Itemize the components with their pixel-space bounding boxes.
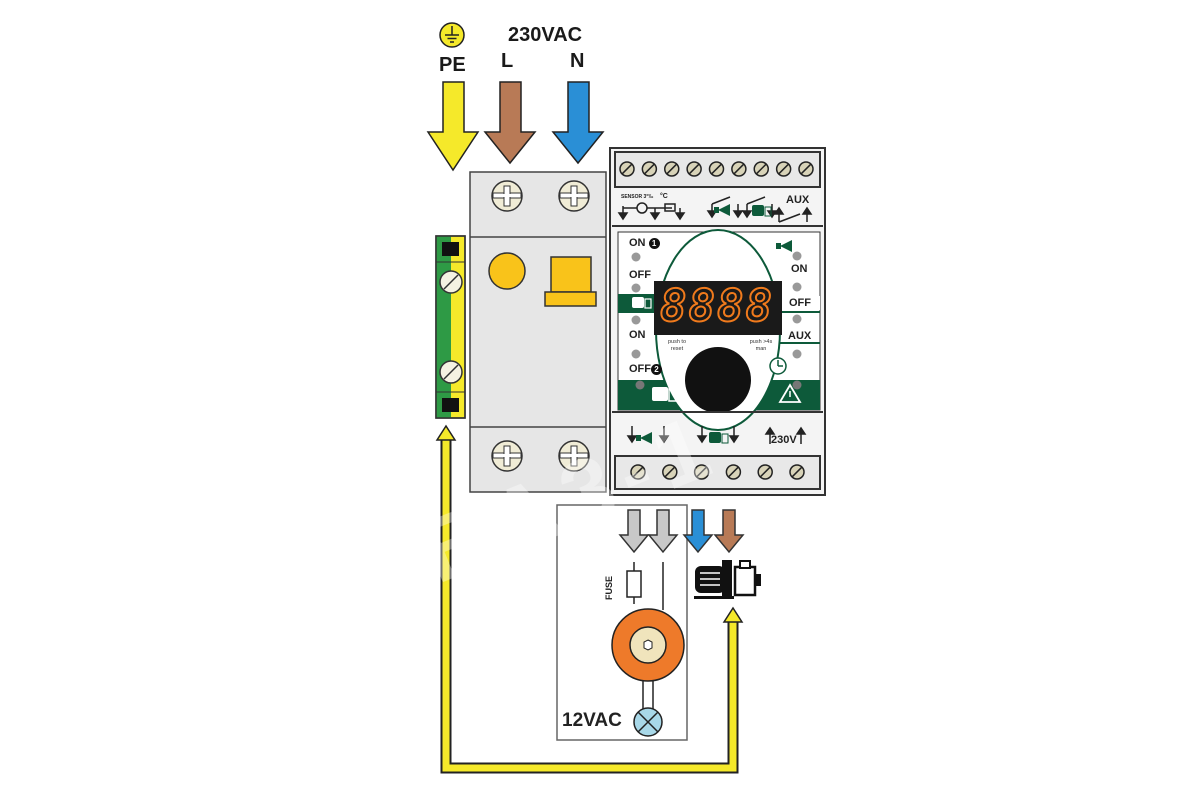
- earth-arrow: [426, 81, 480, 172]
- led-display: 8888: [659, 281, 774, 332]
- earth-terminal-bar: [435, 235, 466, 419]
- fuse-symbol: [626, 570, 642, 598]
- badge-1: 1: [648, 238, 660, 249]
- right-aux-label: AUX: [788, 330, 812, 342]
- terminal-screw: [619, 161, 635, 177]
- terminal-screw: [798, 161, 814, 177]
- terminal-screw: [630, 464, 646, 480]
- pump-icon-panel-small: [632, 297, 652, 309]
- load-box: [556, 504, 688, 741]
- push-reset-label: push to reset: [667, 339, 687, 352]
- clock-icon: [769, 357, 787, 375]
- led-off-1-label: OFF: [629, 269, 651, 281]
- light-icon-lower: [636, 432, 652, 444]
- terminal-screw: [662, 464, 678, 480]
- control-knob: [685, 347, 751, 413]
- earth-symbol-icon: [439, 22, 465, 48]
- live-label: L: [501, 50, 514, 72]
- neutral-label: N: [570, 50, 585, 72]
- terminal-screw: [693, 464, 710, 480]
- pump-live-arrow: [713, 509, 745, 554]
- terminal-screw: [725, 464, 742, 480]
- circuit-breaker: [469, 171, 607, 493]
- terminal-screw: [708, 161, 725, 177]
- breaker-top-screw: [491, 180, 523, 212]
- warning-icon: [778, 383, 802, 403]
- low-voltage-label: 12VAC: [562, 710, 622, 731]
- breaker-bottom-screw: [491, 440, 523, 472]
- terminal-screw: [753, 161, 769, 177]
- led-on-1-label: ON 1: [629, 237, 660, 249]
- bottom-230v-label: 230V: [771, 434, 797, 446]
- earth-label: PE: [439, 54, 466, 76]
- terminal-screw: [757, 464, 773, 480]
- breaker-lever: [550, 256, 592, 293]
- pump-icon-panel: [652, 387, 679, 402]
- breaker-bottom-screw: [558, 440, 590, 472]
- fuse-label: FUSE: [604, 575, 614, 600]
- pump-neutral-arrow: [682, 509, 714, 554]
- right-off-label: OFF: [789, 297, 811, 309]
- led-on-2-label: ON: [629, 329, 646, 341]
- terminal-screw: [686, 161, 702, 177]
- live-arrow: [483, 81, 537, 165]
- terminal-screw: [775, 161, 792, 177]
- pump-icon-lower: [709, 432, 729, 444]
- terminal-screw: [731, 161, 747, 177]
- sensor-label: SENSOR 3°‰: [621, 194, 654, 200]
- breaker-test-button: [488, 252, 526, 290]
- on-label: ON: [629, 237, 646, 249]
- light-icon-upper: [714, 204, 730, 216]
- breaker-top-screw: [558, 180, 590, 212]
- neutral-arrow: [551, 81, 605, 165]
- aux-label-top: AUX: [786, 194, 810, 206]
- pump-icon-upper: [752, 205, 772, 217]
- terminal-screw: [789, 464, 805, 480]
- temp-unit-label: °C: [660, 193, 668, 200]
- badge-2: 2: [651, 364, 662, 375]
- lamp-icon: [633, 707, 663, 737]
- terminal-screw: [641, 161, 658, 177]
- pool-controller: [609, 147, 826, 496]
- pump-icon: [694, 560, 761, 599]
- terminal-screw: [664, 161, 680, 177]
- right-on-label: ON: [791, 263, 808, 275]
- push-man-label: push >4s man: [749, 339, 773, 352]
- earth-return-wire: [435, 424, 744, 774]
- off-label: OFF: [629, 363, 651, 375]
- voltage-label: 230VAC: [508, 24, 583, 46]
- light-icon-right: [776, 240, 792, 252]
